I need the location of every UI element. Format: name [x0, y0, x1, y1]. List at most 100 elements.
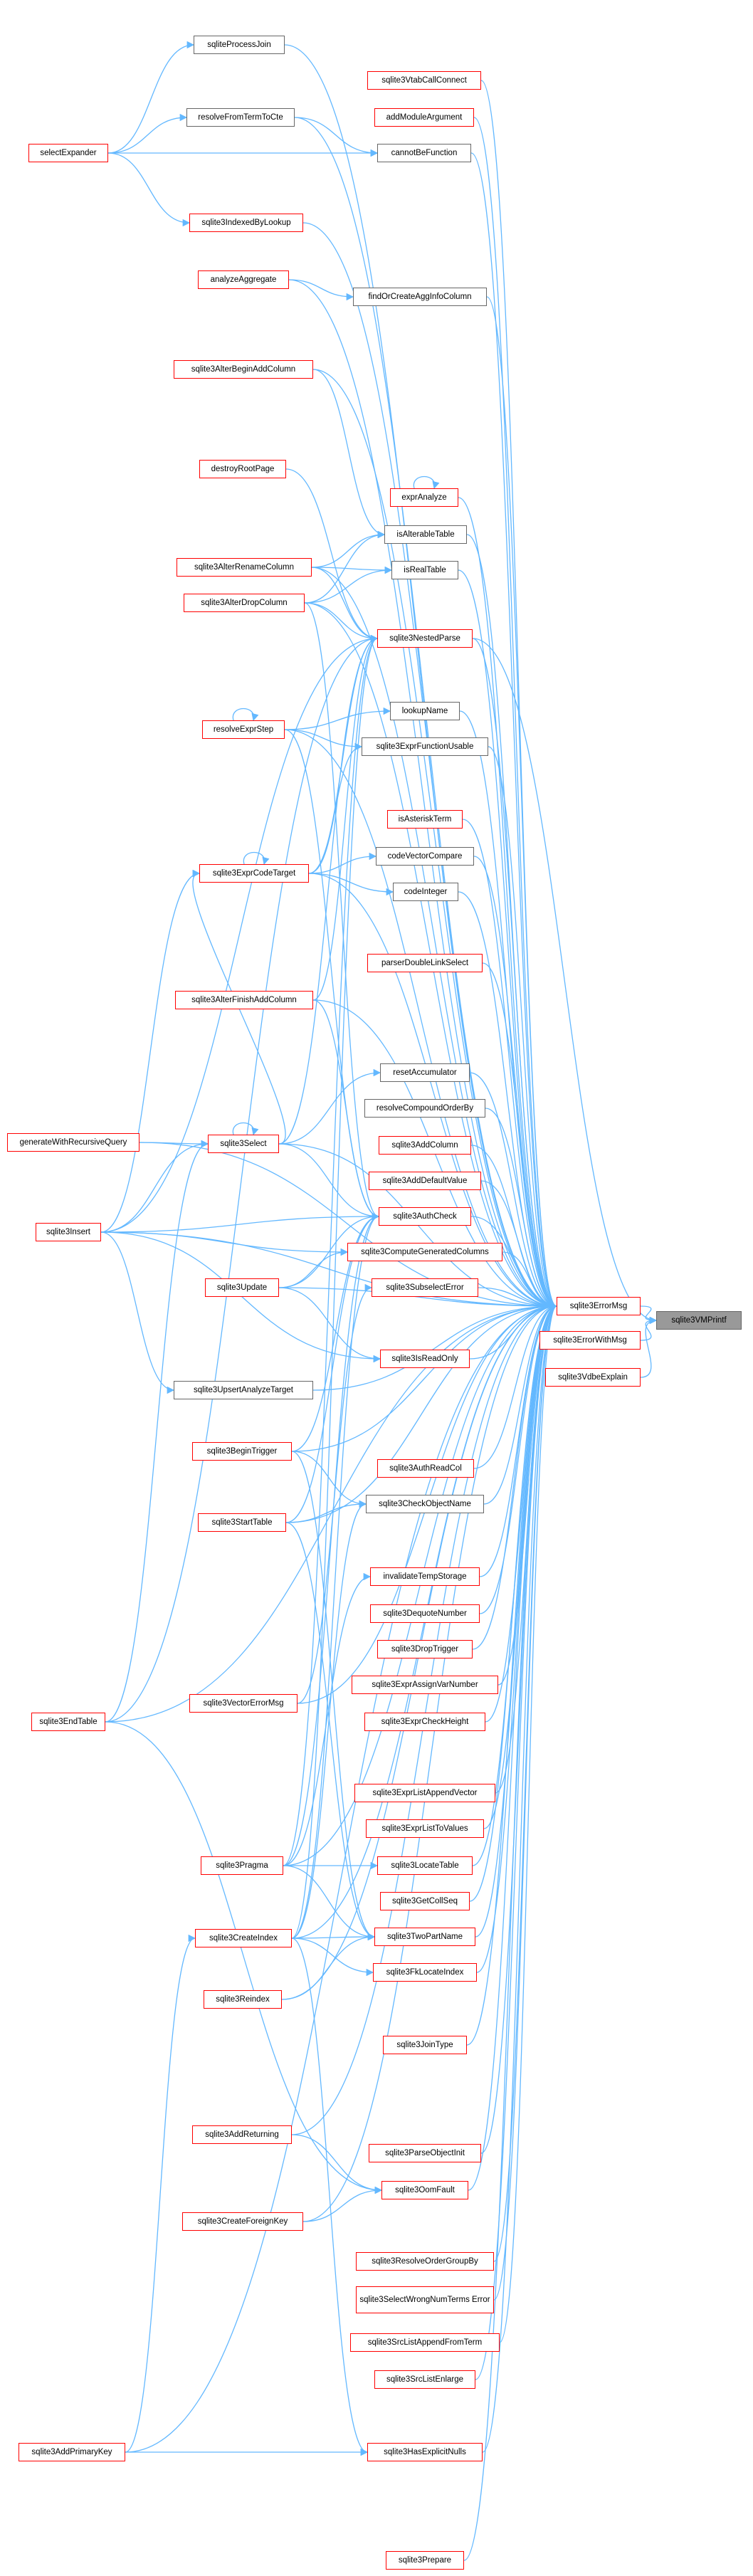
edge-sqlite3AlterFinishAddColumn-to-sqlite3NestedParse — [312, 634, 379, 1001]
node-sqlite3ParseObjectInit[interactable]: sqlite3ParseObjectInit — [369, 2144, 481, 2162]
node-sqlite3ErrorMsg[interactable]: sqlite3ErrorMsg — [557, 1297, 641, 1315]
node-sqlite3AddPrimaryKey[interactable]: sqlite3AddPrimaryKey — [19, 2443, 125, 2461]
edge-sqlite3AlterBeginAddColumn-to-sqlite3ErrorMsg — [312, 369, 558, 1310]
edge-sqlite3AlterDropColumn-to-isAlterableTable — [304, 530, 386, 604]
edge-sqlite3Insert-to-sqlite3ExprCodeTarget — [100, 869, 201, 1233]
node-codeVectorCompare[interactable]: codeVectorCompare — [376, 847, 474, 866]
node-sqlite3ExprCheckHeight[interactable]: sqlite3ExprCheckHeight — [364, 1713, 485, 1731]
node-exprAnalyze[interactable]: exprAnalyze — [390, 488, 458, 507]
edge-sqlite3ErrorMsg-to-sqlite3VMPrintf — [640, 1305, 658, 1325]
node-analyzeAggregate[interactable]: analyzeAggregate — [198, 270, 289, 289]
node-resolveFromTermToCte[interactable]: resolveFromTermToCte — [186, 108, 295, 127]
node-sqlite3AuthCheck[interactable]: sqlite3AuthCheck — [379, 1207, 471, 1226]
node-sqlite3ExprListAppendVector[interactable]: sqlite3ExprListAppendVector — [354, 1784, 495, 1802]
node-resolveExprStep[interactable]: resolveExprStep — [202, 720, 285, 739]
edge-sqlite3EndTable-to-sqlite3Select — [105, 1140, 209, 1723]
node-sqlite3ErrorWithMsg[interactable]: sqlite3ErrorWithMsg — [539, 1331, 641, 1350]
node-sqlite3IsReadOnly[interactable]: sqlite3IsReadOnly — [380, 1350, 470, 1368]
node-sqlite3BeginTrigger[interactable]: sqlite3BeginTrigger — [192, 1442, 292, 1461]
edge-sqlite3EndTable-to-sqlite3OomFault — [105, 1721, 383, 2194]
node-codeInteger[interactable]: codeInteger — [393, 883, 458, 901]
node-sqlite3AddReturning[interactable]: sqlite3AddReturning — [192, 2125, 292, 2144]
node-sqliteProcessJoin[interactable]: sqliteProcessJoin — [194, 36, 285, 54]
node-sqlite3Reindex[interactable]: sqlite3Reindex — [204, 1990, 282, 2009]
node-sqlite3AlterFinishAddColumn[interactable]: sqlite3AlterFinishAddColumn — [175, 991, 313, 1009]
node-sqlite3CreateForeignKey[interactable]: sqlite3CreateForeignKey — [182, 2212, 303, 2231]
node-generateWithRecursiveQuery[interactable]: generateWithRecursiveQuery — [7, 1133, 139, 1152]
node-resolveCompoundOrderBy[interactable]: resolveCompoundOrderBy — [364, 1099, 485, 1118]
node-sqlite3DropTrigger[interactable]: sqlite3DropTrigger — [377, 1640, 473, 1658]
node-sqlite3ExprAssignVarNumber[interactable]: sqlite3ExprAssignVarNumber — [352, 1676, 498, 1694]
node-sqlite3VMPrintf[interactable]: sqlite3VMPrintf — [656, 1311, 742, 1330]
node-cannotBeFunction[interactable]: cannotBeFunction — [377, 144, 471, 162]
edge-sqlite3StartTable-to-sqlite3TwoPartName — [285, 1522, 376, 1941]
edge-sqlite3Select-to-sqlite3NestedParse — [278, 634, 379, 1145]
node-sqlite3AlterRenameColumn[interactable]: sqlite3AlterRenameColumn — [177, 558, 312, 577]
node-sqlite3ResolveOrderGroupBy[interactable]: sqlite3ResolveOrderGroupBy — [356, 2252, 494, 2271]
node-sqlite3ExprCodeTarget[interactable]: sqlite3ExprCodeTarget — [199, 864, 309, 883]
node-invalidateTempStorage[interactable]: invalidateTempStorage — [370, 1567, 480, 1586]
node-sqlite3UpsertAnalyzeTarget[interactable]: sqlite3UpsertAnalyzeTarget — [174, 1381, 313, 1399]
edge-sqlite3AddPrimaryKey-to-sqlite3CreateIndex — [125, 1934, 196, 2453]
node-sqlite3Pragma[interactable]: sqlite3Pragma — [201, 1856, 283, 1875]
node-lookupName[interactable]: lookupName — [390, 702, 460, 720]
edge-sqlite3ComputeGeneratedColumns-to-sqlite3ErrorMsg — [502, 1251, 558, 1310]
node-findOrCreateAggInfoColumn[interactable]: findOrCreateAggInfoColumn — [353, 288, 487, 306]
node-sqlite3GetCollSeq[interactable]: sqlite3GetCollSeq — [380, 1892, 470, 1910]
node-sqlite3AddColumn[interactable]: sqlite3AddColumn — [379, 1136, 471, 1155]
node-sqlite3OomFault[interactable]: sqlite3OomFault — [381, 2181, 468, 2199]
node-sqlite3SrcListEnlarge[interactable]: sqlite3SrcListEnlarge — [374, 2370, 475, 2389]
node-sqlite3Update[interactable]: sqlite3Update — [205, 1278, 279, 1297]
node-sqlite3DequoteNumber[interactable]: sqlite3DequoteNumber — [370, 1604, 480, 1623]
edge-sqlite3StartTable-to-sqlite3CheckObjectName — [285, 1500, 367, 1523]
node-sqlite3SelectWrongNumTermsError[interactable]: sqlite3SelectWrongNumTerms Error — [356, 2286, 494, 2313]
edge-sqlite3Insert-to-sqlite3Select — [100, 1140, 209, 1233]
edge-resolveFromTermToCte-to-cannotBeFunction — [294, 117, 379, 157]
node-resetAccumulator[interactable]: resetAccumulator — [380, 1063, 470, 1082]
node-sqlite3IndexedByLookup[interactable]: sqlite3IndexedByLookup — [189, 214, 303, 232]
node-sqlite3StartTable[interactable]: sqlite3StartTable — [198, 1513, 286, 1532]
node-sqlite3AlterBeginAddColumn[interactable]: sqlite3AlterBeginAddColumn — [174, 360, 313, 379]
edge-sqlite3CreateForeignKey-to-sqlite3OomFault — [302, 2186, 383, 2222]
node-parserDoubleLinkSelect[interactable]: parserDoubleLinkSelect — [367, 954, 483, 972]
node-destroyRootPage[interactable]: destroyRootPage — [199, 460, 286, 478]
edge-sqlite3AuthCheck-to-sqlite3ErrorMsg — [470, 1216, 558, 1310]
node-selectExpander[interactable]: selectExpander — [28, 144, 108, 162]
node-sqlite3FkLocateIndex[interactable]: sqlite3FkLocateIndex — [373, 1963, 477, 1982]
node-isAlterableTable[interactable]: isAlterableTable — [384, 525, 467, 544]
node-sqlite3ExprListToValues[interactable]: sqlite3ExprListToValues — [366, 1819, 484, 1838]
node-sqlite3VdbeExplain[interactable]: sqlite3VdbeExplain — [545, 1368, 641, 1387]
node-sqlite3TwoPartName[interactable]: sqlite3TwoPartName — [374, 1928, 475, 1946]
node-sqlite3AuthReadCol[interactable]: sqlite3AuthReadCol — [377, 1459, 474, 1478]
edge-sqlite3ExprCodeTarget-to-sqlite3ExprFunctionUsable — [308, 742, 363, 874]
edge-sqlite3Select-to-resetAccumulator — [278, 1068, 381, 1145]
node-sqlite3Insert[interactable]: sqlite3Insert — [36, 1223, 101, 1241]
node-sqlite3SrcListAppendFromTerm[interactable]: sqlite3SrcListAppendFromTerm — [350, 2333, 500, 2352]
node-sqlite3SubselectError[interactable]: sqlite3SubselectError — [372, 1278, 478, 1297]
node-sqlite3VectorErrorMsg[interactable]: sqlite3VectorErrorMsg — [189, 1694, 297, 1713]
node-isRealTable[interactable]: isRealTable — [391, 561, 458, 579]
node-sqlite3VtabCallConnect[interactable]: sqlite3VtabCallConnect — [367, 71, 481, 90]
edge-isAsteriskTerm-to-sqlite3ErrorMsg — [462, 819, 558, 1310]
node-sqlite3AddDefaultValue[interactable]: sqlite3AddDefaultValue — [369, 1172, 481, 1190]
edge-sqlite3Update-to-sqlite3IsReadOnly — [278, 1287, 381, 1363]
edge-sqlite3CreateIndex-to-sqlite3CheckObjectName — [291, 1500, 367, 1939]
node-sqlite3HasExplicitNulls[interactable]: sqlite3HasExplicitNulls — [367, 2443, 483, 2461]
node-sqlite3CheckObjectName[interactable]: sqlite3CheckObjectName — [366, 1495, 484, 1513]
node-sqlite3JoinType[interactable]: sqlite3JoinType — [383, 2036, 467, 2054]
node-sqlite3Prepare[interactable]: sqlite3Prepare — [386, 2551, 464, 2570]
edge-addModuleArgument-to-sqlite3ErrorMsg — [473, 117, 558, 1310]
edge-sqlite3AlterRenameColumn-to-isRealTable — [311, 566, 393, 574]
edge-sqlite3EndTable-to-sqlite3ErrorMsg — [105, 1302, 558, 1723]
node-sqlite3LocateTable[interactable]: sqlite3LocateTable — [377, 1856, 473, 1875]
node-sqlite3Select[interactable]: sqlite3Select — [208, 1135, 279, 1153]
node-sqlite3ComputeGeneratedColumns[interactable]: sqlite3ComputeGeneratedColumns — [347, 1243, 502, 1261]
node-sqlite3ExprFunctionUsable[interactable]: sqlite3ExprFunctionUsable — [362, 737, 488, 756]
node-sqlite3AlterDropColumn[interactable]: sqlite3AlterDropColumn — [184, 594, 305, 612]
node-sqlite3CreateIndex[interactable]: sqlite3CreateIndex — [195, 1929, 292, 1947]
node-sqlite3NestedParse[interactable]: sqlite3NestedParse — [377, 629, 473, 648]
node-sqlite3EndTable[interactable]: sqlite3EndTable — [31, 1713, 105, 1731]
node-addModuleArgument[interactable]: addModuleArgument — [374, 108, 474, 127]
node-isAsteriskTerm[interactable]: isAsteriskTerm — [387, 810, 463, 829]
